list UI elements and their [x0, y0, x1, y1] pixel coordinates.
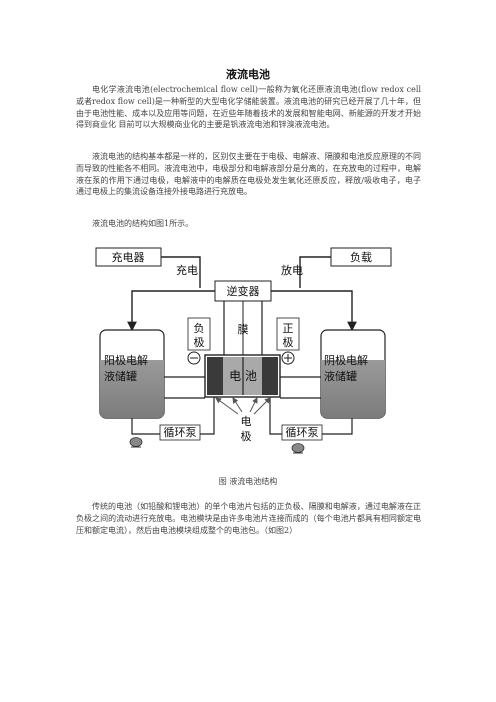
charge-line — [161, 256, 201, 288]
cathode-tank-label-1: 阴极电解 — [324, 353, 368, 367]
positive-electrode — [262, 357, 278, 395]
charger-label: 充电器 — [112, 250, 145, 264]
electrode-arrow-mid-right — [249, 397, 258, 413]
left-pump-box — [159, 424, 201, 441]
left-pump-pipe — [131, 418, 160, 435]
paragraph-4: 传统的电池（如铅酸和锂电池）的单个电池片包括的正负极、隔膜和电解液，通过电解液在… — [76, 502, 421, 535]
right-pump-pipe — [322, 418, 353, 435]
right-pump-label: 循环泵 — [286, 426, 319, 439]
paragraph-1: 电化学液流电池(electrochemical flow cell)一般称为氧化… — [76, 85, 421, 130]
figure-caption: 图 液流电池结构 — [218, 477, 278, 486]
right-bus — [271, 290, 357, 332]
positive-label-2: 极 — [283, 335, 294, 349]
cell-left-half — [223, 357, 243, 395]
left-bus — [127, 290, 215, 332]
charge-label: 充电 — [176, 263, 198, 277]
left-pump-label: 循环泵 — [164, 426, 197, 439]
electrode-label-1: 电 — [241, 415, 252, 428]
positive-label-box — [276, 317, 300, 351]
negative-label-box — [187, 317, 211, 351]
anode-tank-label-1: 阳极电解 — [104, 353, 148, 367]
anode-tank-label-2: 液储罐 — [104, 369, 137, 383]
electrode-label-2: 极 — [241, 429, 252, 443]
right-pump-icon — [291, 443, 305, 453]
cathode-tank-label-2: 液储罐 — [324, 369, 357, 383]
discharge-line — [299, 256, 331, 288]
electrode-arrow-left — [215, 397, 239, 415]
discharge-label: 放电 — [281, 263, 303, 277]
cell-label: 电 池 — [229, 369, 257, 383]
positive-label-1: 正 — [283, 322, 294, 335]
document-title: 液流电池 — [226, 68, 270, 81]
negative-label-1: 负 — [194, 321, 205, 335]
paragraph-2: 液流电池的结构基本都是一样的，区别仅主要在于电极、电解液、隔膜和电池反应原理的不… — [76, 152, 421, 197]
negative-electrode — [207, 357, 223, 395]
membrane-label: 膜 — [238, 323, 249, 336]
negative-label-2: 极 — [194, 335, 205, 349]
electrode-arrow-right — [253, 397, 271, 415]
paragraph-3: 液流电池的结构如图1所示。 — [92, 219, 194, 228]
cell-right-half — [243, 357, 262, 395]
left-pump-icon — [129, 437, 143, 447]
inverter-label: 逆变器 — [227, 284, 260, 298]
load-label: 负载 — [350, 250, 372, 264]
electrode-arrow-mid-left — [232, 397, 243, 413]
right-pump-box — [281, 424, 323, 441]
